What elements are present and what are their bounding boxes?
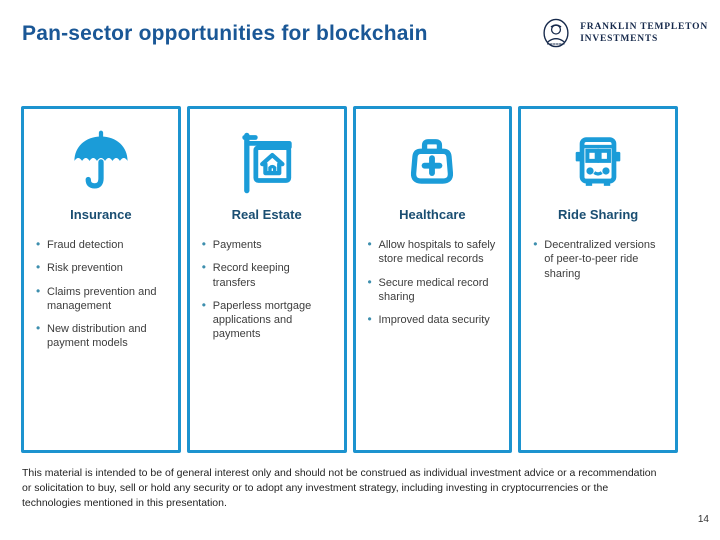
bullet-list-healthcare: Allow hospitals to safely store medical … (364, 237, 502, 336)
disclaimer-text: This material is intended to be of gener… (22, 467, 657, 510)
card-ride-sharing: Ride Sharing Decentralized versions of p… (518, 106, 678, 453)
bullet-item: Paperless mortgage applications and paym… (202, 298, 334, 342)
bullet-item: Record keeping transfers (202, 260, 334, 290)
bullet-item: Secure medical record sharing (368, 275, 500, 305)
card-title-ride-sharing: Ride Sharing (558, 207, 639, 222)
logo-line2: INVESTMENTS (580, 34, 659, 44)
bullet-item: Claims prevention and management (36, 284, 168, 314)
card-healthcare: Healthcare Allow hospitals to safely sto… (352, 106, 513, 453)
bullet-list-insurance: Fraud detection Risk prevention Claims p… (32, 237, 170, 360)
house-sign-icon (198, 127, 336, 199)
bullet-item: Decentralized versions of peer-to-peer r… (533, 237, 665, 281)
bullet-list-ride-sharing: Decentralized versions of peer-to-peer r… (529, 237, 667, 290)
logo-line1: FRANKLIN TEMPLETON (580, 21, 708, 32)
card-real-estate: Real Estate Payments Record keeping tran… (186, 106, 347, 453)
card-title-healthcare: Healthcare (399, 207, 466, 222)
bus-icon (529, 127, 667, 199)
medical-bag-icon (364, 127, 502, 199)
card-title-insurance: Insurance (70, 207, 132, 222)
franklin-portrait-icon (539, 16, 573, 50)
bullet-item: Fraud detection (36, 237, 168, 253)
franklin-templeton-logo: FRANKLIN TEMPLETON INVESTMENTS (539, 16, 708, 50)
bullet-list-real-estate: Payments Record keeping transfers Paperl… (198, 237, 336, 351)
umbrella-icon (32, 127, 170, 199)
logo-wordmark: FRANKLIN TEMPLETON INVESTMENTS (580, 21, 708, 46)
card-title-real-estate: Real Estate (231, 207, 302, 222)
page-title: Pan-sector opportunities for blockchain (22, 22, 428, 45)
card-insurance: Insurance Fraud detection Risk preventio… (21, 106, 181, 453)
sector-cards: Insurance Fraud detection Risk preventio… (21, 106, 678, 453)
bullet-item: Improved data security (368, 312, 500, 328)
page-number: 14 (697, 514, 709, 525)
bullet-item: New distribution and payment models (36, 321, 168, 351)
bullet-item: Risk prevention (36, 260, 168, 276)
bullet-item: Allow hospitals to safely store medical … (368, 237, 500, 267)
bullet-item: Payments (202, 237, 334, 253)
